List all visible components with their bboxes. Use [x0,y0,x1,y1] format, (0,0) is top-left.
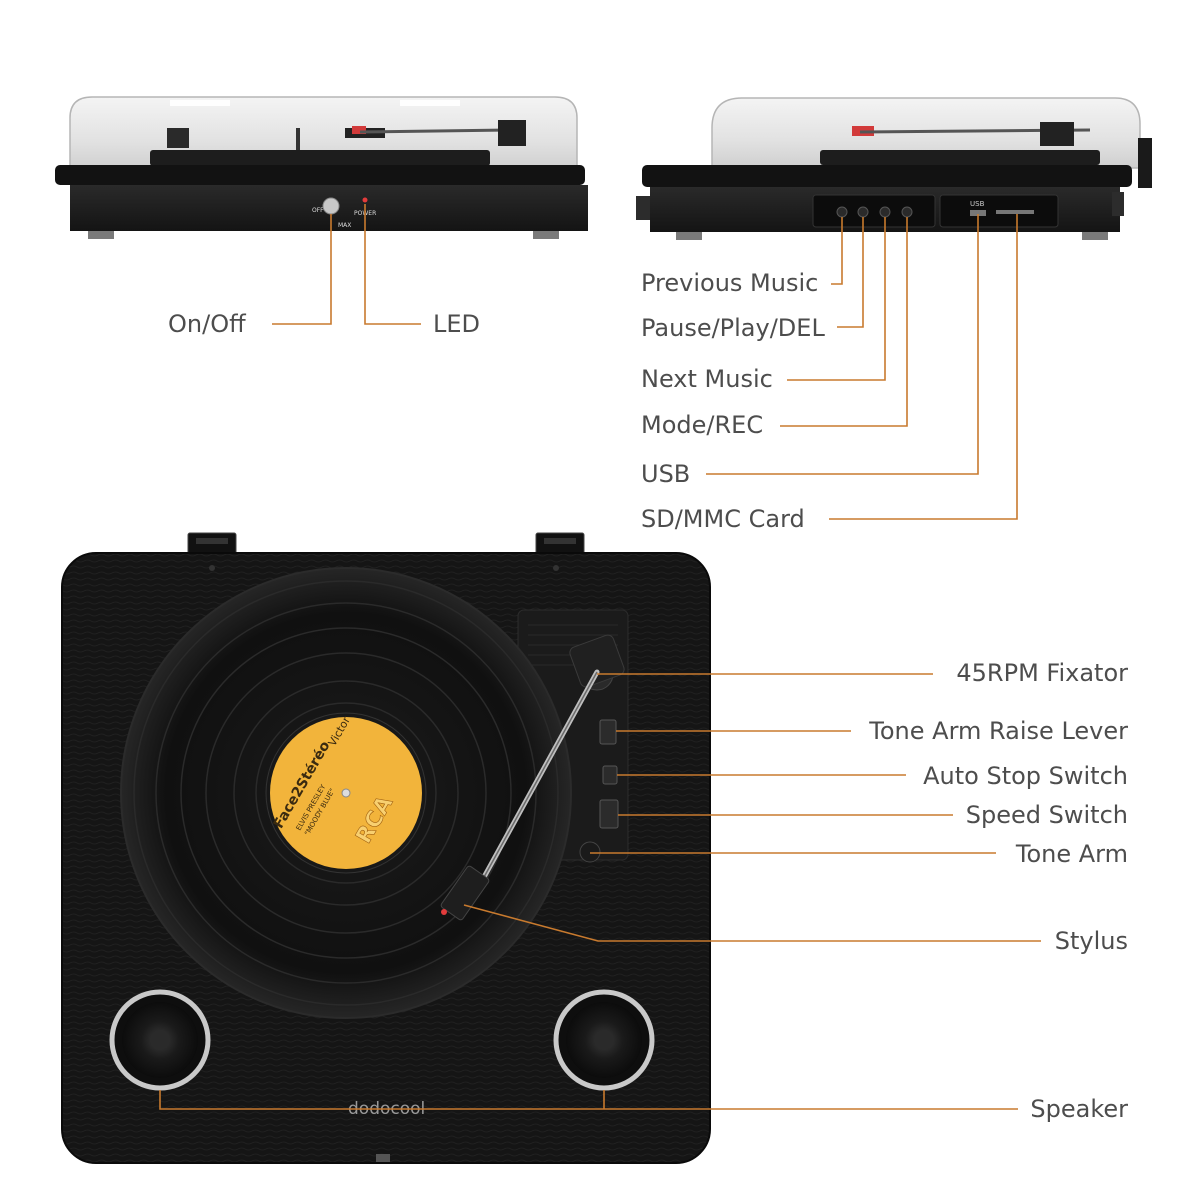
speaker-leader [159,1090,1018,1110]
stylus-label: Stylus [1054,927,1128,955]
off-mark: OFF [312,207,324,214]
plinth-top-front [55,165,585,185]
pause-play-del-button[interactable] [857,206,869,218]
next-music-button[interactable] [879,206,891,218]
usb-label: USB [641,460,691,488]
tone-arm-raise-lever[interactable] [599,719,617,745]
front-view: OFF MAX POWER [55,96,588,239]
stylus-leader [463,904,1041,942]
tone-arm-rest [579,841,601,863]
mode-rec-button[interactable] [901,206,913,218]
speaker-left [109,989,211,1091]
speed-switch-label: Speed Switch [965,801,1128,829]
sd-mmc-leader [829,214,1018,520]
speed-switch[interactable] [599,799,619,829]
pause-play-del-label: Pause/Play/DEL [641,314,825,342]
power-led [362,197,368,203]
plinth-top-side [642,165,1132,187]
stylus-tip [441,909,447,915]
auto-stop-switch[interactable] [602,765,618,785]
max-mark: MAX [338,222,351,229]
mode-rec-label: Mode/REC [641,411,764,439]
fixator-label: 45RPM Fixator [956,659,1128,687]
on-off-leader [272,214,332,325]
previous-music-button[interactable] [836,206,848,218]
next-music-leader [787,217,886,381]
usb-port[interactable] [970,210,986,216]
top-view: Face2Stéréo ELVIS PRESLEY "MOODY BLUE" R… [61,532,711,1164]
sd-card-slot[interactable] [996,210,1034,214]
speaker-right [553,989,655,1091]
sd-mmc-card-label: SD/MMC Card [641,505,805,533]
previous-music-leader [831,217,843,285]
spindle [341,788,351,798]
led-label: LED [433,310,481,338]
on-off-label: On/Off [168,310,246,338]
volume-knob[interactable] [322,197,340,215]
mode-rec-leader [780,217,908,427]
headshell [440,865,490,921]
usb-mark: USB [970,200,985,208]
speaker-label: Speaker [1030,1095,1128,1123]
led-leader [364,204,421,325]
pause-play-del-leader [837,217,864,328]
previous-music-label: Previous Music [641,269,819,297]
side-view: USB [636,97,1152,240]
usb-leader [706,214,979,475]
tone-arm-label: Tone Arm [1015,840,1128,868]
button-panel [812,194,936,228]
next-music-label: Next Music [641,365,773,393]
auto-stop-switch-label: Auto Stop Switch [923,762,1128,790]
tone-arm-raise-lever-label: Tone Arm Raise Lever [869,717,1128,745]
callout-lines [159,204,1041,1110]
